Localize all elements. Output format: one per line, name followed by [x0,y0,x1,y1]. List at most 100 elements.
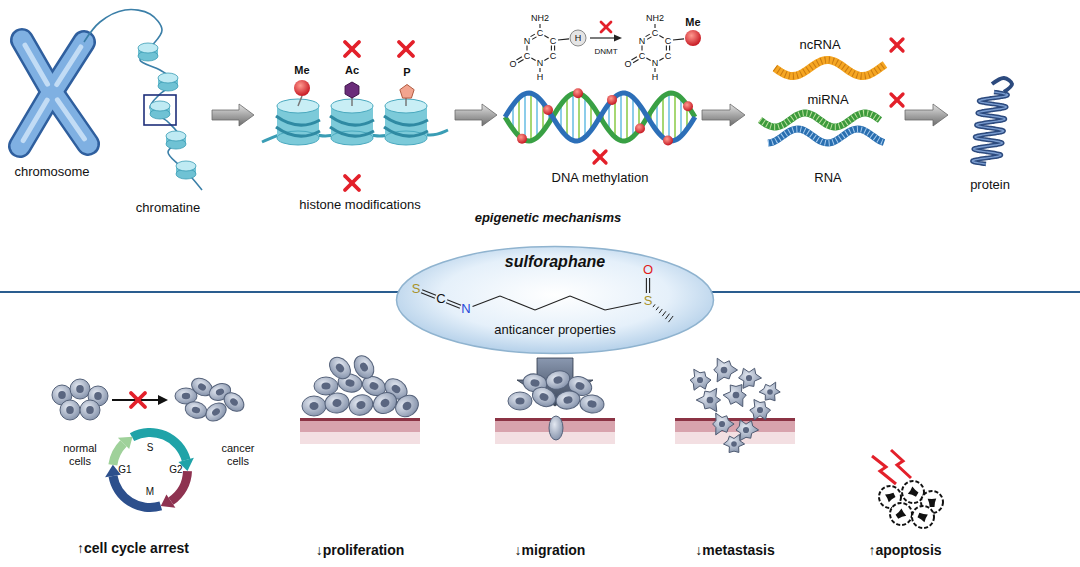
protein-helix [972,92,1007,164]
atom-label: S [644,294,653,309]
methyl-ball [635,123,645,133]
red-cross [891,94,903,106]
methyl-ball [685,30,701,46]
cell [60,400,80,420]
atom-label: S [412,282,421,297]
chemical-bond [500,296,535,310]
cross-stroke [891,94,903,106]
atom-label: H [575,33,582,43]
tissue-layer [675,421,795,432]
cell-body [508,392,532,410]
nucleosome-top [176,161,196,171]
lightning-bolt [891,450,911,478]
cell-nucleus [767,389,773,395]
stage-label: DNA methylation [552,171,649,186]
dna-strand [505,93,695,141]
cross-stroke [891,39,903,51]
cell-body [370,389,400,418]
fragmented-nucleus [896,509,907,519]
atom-label: C [524,50,531,60]
cell-nucleus [530,379,540,388]
cell-body [325,353,354,383]
hashed-bond [662,311,666,316]
chemical-bond [421,293,435,299]
atom-label: O [624,59,631,69]
invasive-cell [723,385,746,407]
cell-body [350,352,378,382]
atom-label: N [639,35,646,45]
effect-label: ↓metastasis [695,542,774,558]
dna-wrap [276,127,320,136]
cross-stroke [594,151,606,163]
basement-membrane [300,418,420,421]
methyl-ball [517,134,527,144]
cell-nucleus [197,382,207,392]
stage-label: chromatine [136,201,200,216]
hashed-bond [659,309,662,313]
nucleosome-small [166,131,186,149]
ellipse-shape [397,247,714,354]
invasive-cell [759,382,780,401]
cell-nucleus [731,441,737,447]
red-cross [399,42,413,56]
chromatid-fill [52,42,84,92]
cell-body [70,379,90,399]
cell-membrane [890,503,912,525]
chromatid-fill [20,92,52,146]
nucleosome-top [158,73,178,83]
atom-label: N [537,58,544,68]
dna-wrap [276,116,320,125]
invasive-cell [750,399,771,419]
cell-label: normal cells [57,442,103,467]
atom-label: C [550,50,557,60]
cell-nucleus [538,392,549,402]
phase-arrowhead [161,494,176,507]
nucleosome-small [138,43,158,61]
apoptotic-cell [912,506,934,528]
chemical-bond [526,46,527,51]
methyl-ball [607,95,617,105]
process-arrow [212,104,254,126]
cell-nucleus [746,375,752,381]
cell [325,353,354,383]
hashed-bond [668,316,673,322]
chemical-bond [633,59,638,62]
base-pair [578,93,580,140]
methyl-ball [663,135,673,145]
cell-nucleus [321,382,330,389]
chemical-bond [649,278,650,293]
base-pair [662,96,664,137]
atom-label: H [537,72,544,82]
cell-nucleus [587,400,597,408]
invasive-cell [696,388,720,411]
cell [370,389,400,418]
cell-nucleus [368,381,379,391]
mirna-strand [768,129,884,143]
cell-nucleus [355,400,366,410]
cell [183,399,208,420]
chromatid-outline [52,92,88,144]
nucleosome-small [150,101,170,119]
nucleosome-top [138,43,158,53]
atom-label: C [639,50,646,60]
chromatid-shine [23,100,47,141]
phase-label: S [147,442,154,454]
transformation-arrowhead [158,395,168,405]
rna-label: ncRNA [799,38,840,53]
nucleosome-top [150,101,170,111]
cell-label: cancer cells [215,442,261,467]
phase-label: G1 [118,464,131,476]
invasive-cell [723,434,744,452]
cell-nucleus [94,392,102,400]
chemical-bond [531,58,535,61]
chemical-bond [669,46,670,51]
cell-nucleus [345,379,355,388]
methyl-mark [294,80,310,96]
chemical-bond [539,24,540,28]
cross-stroke [399,42,413,56]
base-pair [536,96,538,137]
methyl-ball [543,105,553,115]
atom-label: C [550,35,557,45]
cell-nucleus [721,367,728,374]
cell-body [529,384,558,410]
